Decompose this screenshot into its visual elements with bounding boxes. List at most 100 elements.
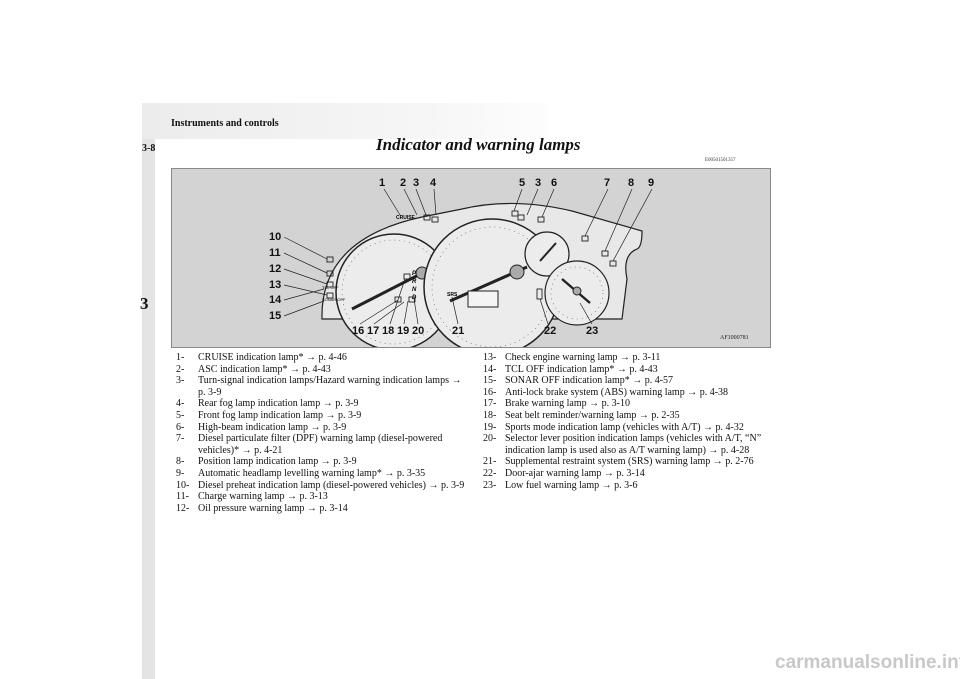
legend-text: Door-ajar warning lamp → p. 3-14: [505, 467, 645, 479]
legend-item: 20- Selector lever position indication la…: [483, 433, 773, 456]
page-title: Indicator and warning lamps: [376, 135, 581, 154]
sonar-lamp-text: SONAR OFF: [322, 297, 346, 302]
legend-number: 18-: [483, 409, 497, 421]
legend-list-right: 13- Check engine warning lamp → p. 3-11 1…: [483, 352, 773, 491]
legend-item: 19- Sports mode indication lamp (vehicles…: [483, 422, 773, 434]
legend-item: 16-Anti-lock brake system (ABS) warning …: [483, 387, 773, 399]
callout-number: 14: [269, 294, 282, 306]
legend-text: Check engine warning lamp → p. 3-11: [505, 352, 661, 363]
callout-numbers-bottom: 16 17 18 19 20 21 22 23: [352, 325, 598, 337]
chapter-tab-number: 3: [140, 294, 149, 313]
legend-item: 13- Check engine warning lamp → p. 3-11: [483, 352, 773, 364]
legend-number: 8-: [176, 456, 185, 468]
instrument-cluster-figure: CRUISE SRS TCL OFF SONAR OFF P R N D: [171, 168, 771, 348]
header-band: [142, 103, 548, 139]
legend-item: 5- Front fog lamp indication lamp → p. 3-…: [176, 410, 468, 422]
callout-number: 3: [413, 177, 419, 189]
callout-number: 21: [452, 325, 464, 337]
legend-number: 5-: [176, 409, 185, 421]
legend-item: 17- Brake warning lamp → p. 3-10: [483, 398, 773, 410]
legend-item: 18-Seat belt reminder/warning lamp → p. …: [483, 410, 773, 422]
legend-item: 9- Automatic headlamp levelling warning l…: [176, 468, 468, 480]
legend-number: 20-: [483, 433, 497, 445]
legend-number: 16-: [483, 386, 497, 398]
chapter-side-band: [142, 139, 155, 679]
callout-number: 10: [269, 231, 281, 243]
callout-leader-lines: [283, 188, 653, 325]
legend-item: 3- Turn-signal indication lamps/Hazard wa…: [176, 375, 468, 398]
legend-number: 4-: [176, 398, 185, 410]
legend-item: 12-Oil pressure warning lamp → p. 3-14: [176, 503, 468, 515]
document-code: E00501501357: [705, 158, 736, 163]
page-number: 3-8: [142, 143, 156, 154]
watermark: carmanualsonline.info: [775, 652, 960, 673]
callout-number: 1: [379, 177, 385, 189]
legend-text: High-beam indication lamp → p. 3-9: [198, 421, 347, 433]
callout-number: 23: [586, 325, 598, 337]
legend-item: 23- Low fuel warning lamp → p. 3-6: [483, 480, 773, 492]
legend-number: 14-: [483, 363, 497, 375]
legend-text: Low fuel warning lamp → p. 3-6: [505, 479, 638, 491]
legend-item: 7- Diesel particulate filter (DPF) warnin…: [176, 433, 468, 456]
instrument-cluster-drawing: CRUISE SRS TCL OFF SONAR OFF P R N D: [269, 177, 654, 347]
callout-number: 6: [551, 177, 557, 189]
callout-number: 22: [544, 325, 556, 337]
legend-number: 13-: [483, 352, 497, 363]
legend-text: Front fog lamp indication lamp → p. 3-9: [198, 409, 362, 421]
callout-number: 19: [397, 325, 409, 337]
legend-item: 6- High-beam indication lamp → p. 3-9: [176, 422, 468, 434]
legend-text: Supplemental restraint system (SRS) warn…: [505, 456, 754, 468]
legend-item: 8-Position lamp indication lamp → p. 3-9: [176, 456, 468, 468]
odometer-display: [467, 290, 499, 308]
legend-item: 4-Rear fog lamp indication lamp → p. 3-9: [176, 398, 468, 410]
tcl-lamp-text: TCL OFF: [322, 285, 339, 290]
legend-item: 14- TCL OFF indication lamp* → p. 4-43: [483, 364, 773, 376]
legend-number: 1-: [176, 352, 185, 363]
legend-text: Brake warning lamp → p. 3-10: [505, 398, 630, 410]
callout-numbers-left: 10 11 12 13 14 15: [269, 231, 282, 322]
legend-number: 3-: [176, 375, 185, 387]
gear-letter: N: [412, 287, 417, 293]
legend-number: 17-: [483, 398, 497, 410]
callout-numbers-top: 1 2 3 4 5 3 6 7 8 9: [379, 177, 654, 189]
legend-number: 9-: [176, 467, 185, 479]
callout-number: 18: [382, 325, 394, 337]
legend-item: 21- Supplemental restraint system (SRS) w…: [483, 456, 773, 468]
callout-number: 11: [269, 247, 281, 259]
legend-text: TCL OFF indication lamp* → p. 4-43: [505, 363, 658, 375]
legend-text: Diesel preheat indication lamp (diesel-p…: [198, 479, 465, 491]
legend-list-left: 1- CRUISE indication lamp* → p. 4-46 2-AS…: [176, 352, 468, 514]
legend-number: 21-: [483, 456, 497, 468]
figure-id: AF1000781: [720, 335, 749, 341]
callout-number: 13: [269, 279, 281, 291]
legend-number: 12-: [176, 502, 190, 514]
legend-item: 22-Door-ajar warning lamp → p. 3-14: [483, 468, 773, 480]
cruise-lamp-text: CRUISE: [396, 215, 416, 221]
legend-text: Charge warning lamp → p. 3-13: [198, 491, 328, 503]
legend-number: 7-: [176, 433, 185, 445]
legend-number: 19-: [483, 421, 497, 433]
callout-number: 20: [412, 325, 424, 337]
legend-number: 15-: [483, 375, 497, 387]
legend-item: 2-ASC indication lamp* → p. 4-43: [176, 364, 468, 376]
callout-number: 15: [269, 310, 281, 322]
legend-text: Sports mode indication lamp (vehicles wi…: [505, 421, 744, 433]
callout-number: 12: [269, 263, 281, 275]
legend-number: 10-: [176, 479, 190, 491]
legend-number: 11-: [176, 491, 189, 503]
legend-number: 23-: [483, 479, 497, 491]
legend-number: 6-: [176, 421, 185, 433]
legend-text: Turn-signal indication lamps/Hazard warn…: [198, 375, 462, 398]
legend-item: 15- SONAR OFF indication lamp* → p. 4-57: [483, 375, 773, 387]
callout-number: 17: [367, 325, 379, 337]
callout-number: 16: [352, 325, 364, 337]
srs-lamp-text: SRS: [447, 292, 458, 298]
legend-text: Automatic headlamp levelling warning lam…: [198, 467, 426, 479]
legend-text: Selector lever position indication lamps…: [505, 433, 762, 456]
legend-text: SONAR OFF indication lamp* → p. 4-57: [505, 375, 674, 387]
legend-text: ASC indication lamp* → p. 4-43: [198, 363, 331, 375]
callout-number: 7: [604, 177, 610, 189]
legend-text: CRUISE indication lamp* → p. 4-46: [198, 352, 347, 363]
legend-item: 10- Diesel preheat indication lamp (diese…: [176, 480, 468, 492]
legend-text: Diesel particulate filter (DPF) warning …: [198, 433, 443, 456]
